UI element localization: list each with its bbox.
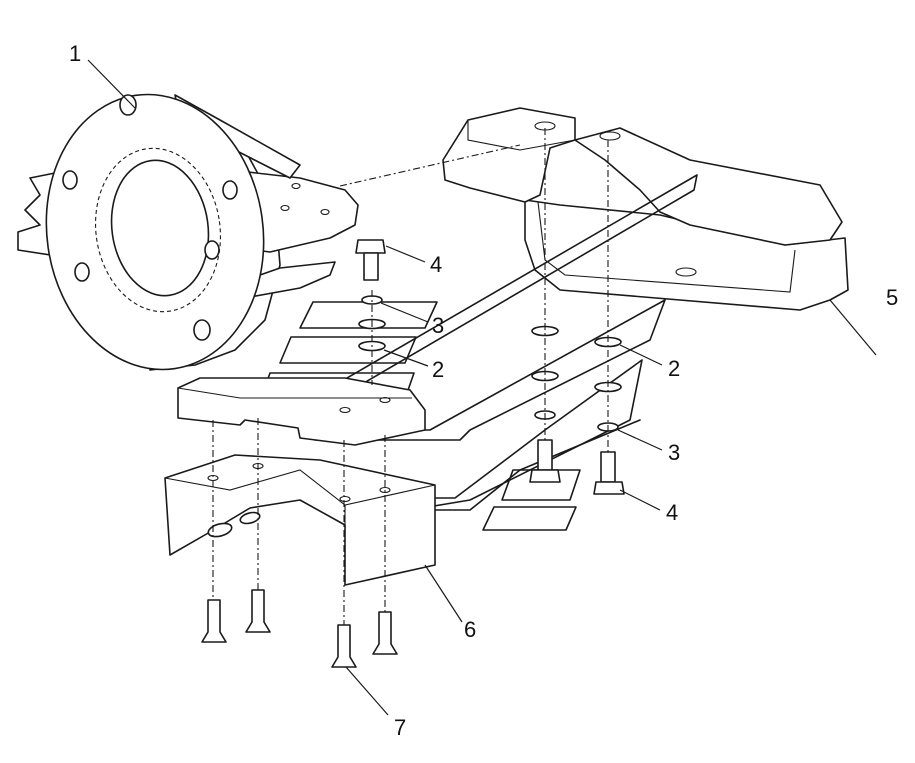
- callout-labels: 1 4 3 2 5 2 3 4 6 7: [69, 41, 898, 740]
- callout-2-right: 2: [668, 356, 680, 381]
- callout-7: 7: [394, 715, 406, 740]
- callout-5: 5: [886, 285, 898, 310]
- assembly-centre-lines: [212, 128, 609, 625]
- callout-2-left: 2: [432, 357, 444, 382]
- hex-bolts: [355, 239, 625, 495]
- callout-1: 1: [69, 41, 81, 66]
- callout-4-upper: 4: [430, 252, 442, 277]
- spring-bracket: [442, 107, 849, 311]
- leader-lines: [87, 59, 877, 716]
- axle-flange-housing: [17, 93, 359, 371]
- callout-4-lower: 4: [666, 500, 678, 525]
- countersunk-screws: [201, 589, 398, 668]
- callout-6: 6: [464, 617, 476, 642]
- callout-3-left: 3: [432, 313, 444, 338]
- pad-plate: [177, 377, 426, 446]
- saddle-clamp-block: [164, 454, 436, 586]
- callout-3-right: 3: [668, 440, 680, 465]
